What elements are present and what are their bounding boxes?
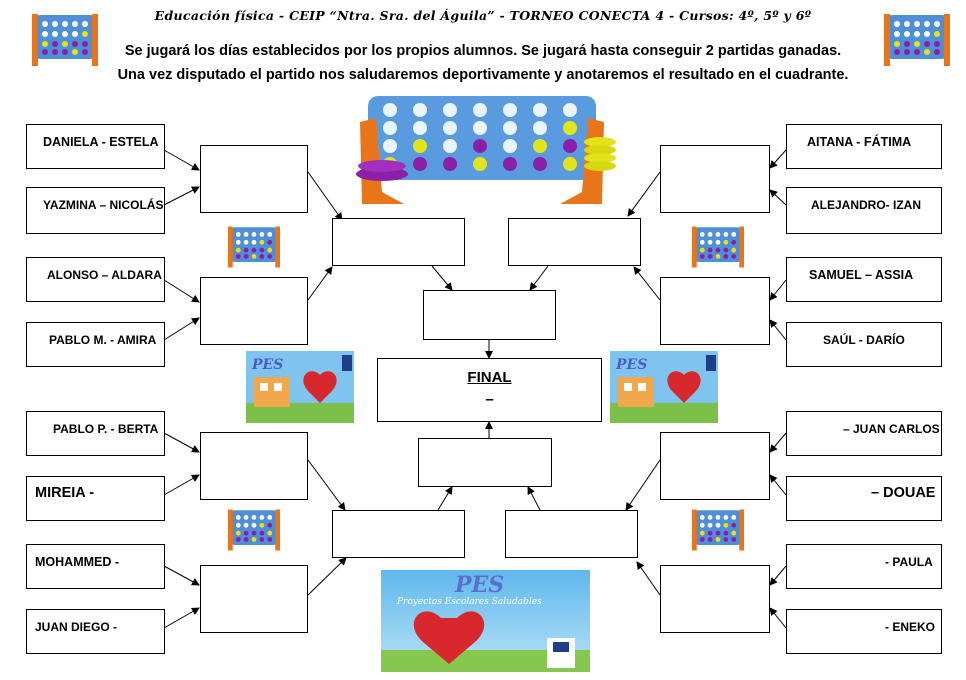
player-box-right-6: – DOUAE — [786, 476, 942, 521]
connect-four-icon — [32, 14, 98, 66]
pes-logo-image: PES — [610, 351, 718, 423]
result-box-r1-left-3[interactable] — [200, 432, 308, 500]
result-box-r1-right-4[interactable] — [660, 565, 770, 633]
connect-four-icon — [228, 226, 280, 268]
connect-four-icon — [692, 509, 744, 551]
player-box-left-2: YAZMINA – NICOLÁS — [26, 187, 165, 234]
player-box-right-5: – JUAN CARLOS — [786, 411, 942, 456]
result-box-r1-left-2[interactable] — [200, 277, 308, 345]
pes-banner-image: PES Proyectos Escolares Saludables — [381, 570, 590, 672]
pes-logo-text: PES — [615, 357, 647, 373]
result-box-r1-left-4[interactable] — [200, 565, 308, 633]
player-box-left-3: ALONSO – ALDARA — [26, 257, 165, 302]
result-box-r1-left-1[interactable] — [200, 145, 308, 213]
pes-logo-text: PES — [251, 357, 283, 373]
player-box-right-7: - PAULA — [786, 544, 942, 589]
player-box-left-7: MOHAMMED - — [26, 544, 165, 589]
final-score-dash: – — [485, 391, 494, 408]
final-box[interactable]: FINAL – — [377, 358, 602, 422]
pes-logo-image: PES — [246, 351, 354, 423]
player-box-right-3: SAMUEL – ASSIA — [786, 257, 942, 302]
result-box-r1-right-1[interactable] — [660, 145, 770, 213]
rules-line-1: Se jugará los días establecidos por los … — [124, 43, 842, 59]
player-box-left-5: PABLO P. - BERTA — [26, 411, 165, 456]
result-box-qf-right-top[interactable] — [508, 218, 641, 266]
rules-line-2: Una vez disputado el partido nos saludar… — [117, 67, 849, 83]
connect-four-icon — [228, 509, 280, 551]
result-box-r1-right-2[interactable] — [660, 277, 770, 345]
player-box-right-4: SAÚL - DARÍO — [786, 322, 942, 367]
result-box-qf-right-bottom[interactable] — [505, 510, 638, 558]
pes-banner-title: PES — [454, 572, 504, 598]
page-title: Educación física - CEIP “Ntra. Sra. del … — [154, 8, 812, 23]
player-box-left-6: MIREIA - — [26, 476, 165, 521]
result-box-r1-right-3[interactable] — [660, 432, 770, 500]
connect-four-icon — [884, 14, 950, 66]
player-box-left-8: JUAN DIEGO - — [26, 609, 165, 654]
player-box-right-2: ALEJANDRO- IZAN — [786, 187, 942, 234]
player-box-left-1: DANIELA - ESTELA — [26, 124, 165, 169]
player-box-right-8: - ENEKO — [786, 609, 942, 654]
result-box-sf-top[interactable] — [423, 290, 556, 340]
pes-banner-caption: Proyectos Escolares Saludables — [396, 597, 542, 607]
player-box-left-4: PABLO M. - AMIRA — [26, 322, 165, 367]
connect-four-icon — [692, 226, 744, 268]
result-box-qf-left-bottom[interactable] — [332, 510, 465, 558]
result-box-sf-bottom[interactable] — [418, 438, 552, 487]
result-box-qf-left-top[interactable] — [332, 218, 465, 266]
player-box-right-1: AITANA - FÁTIMA — [786, 124, 942, 169]
final-label: FINAL — [467, 369, 512, 386]
connect-four-game-image — [356, 96, 616, 204]
